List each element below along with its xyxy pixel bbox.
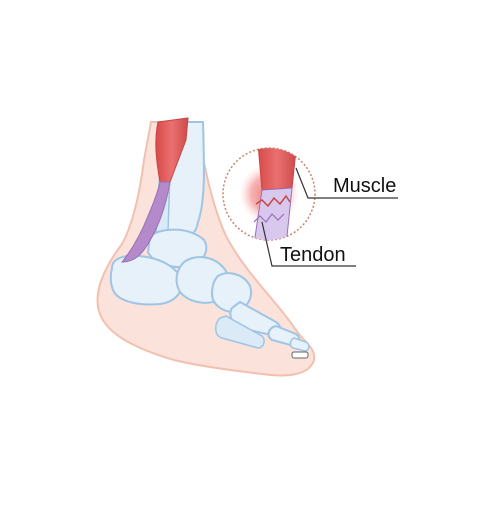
muscle-label: Muscle	[333, 175, 397, 197]
toenail	[291, 351, 309, 359]
metatarsal-bones-lower	[215, 315, 265, 349]
calf-muscle	[155, 117, 189, 183]
tendon-leader-line	[261, 221, 356, 267]
callout-magnifier	[222, 147, 316, 241]
tendon-label: Tendon	[280, 244, 346, 266]
phalanx-distal-bone	[289, 337, 310, 352]
achilles-tendon	[120, 181, 171, 263]
muscle-leader-line	[295, 167, 398, 199]
